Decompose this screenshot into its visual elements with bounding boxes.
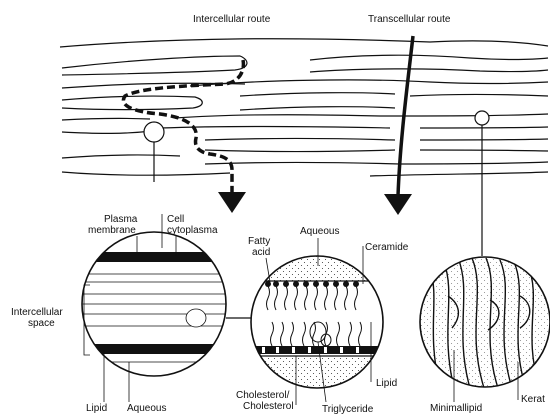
- right-magnified-circle: [420, 257, 550, 388]
- intercellular-lens-marker: [144, 122, 164, 142]
- stratum-corneum-layers: [60, 39, 548, 176]
- lipid-label-middle: Lipid: [376, 378, 397, 389]
- ceramide-label: Ceramide: [365, 242, 409, 253]
- cholesterol-label-2: Cholesterol: [243, 401, 294, 412]
- cell-cytoplasma-label-1: Cell: [167, 214, 184, 225]
- middle-magnified-circle: [250, 255, 385, 390]
- fatty-acid-label-1: Fatty: [248, 236, 270, 247]
- keratin-label: Kerat: [521, 394, 545, 405]
- lipid-label-left: Lipid: [86, 403, 107, 414]
- transcellular-lens-marker: [475, 111, 489, 125]
- intercellular-space-label-2: space: [28, 318, 55, 329]
- cholesterol-label-1: Cholesterol/: [236, 390, 290, 401]
- minimallipid-label: Minimallipid: [430, 403, 482, 414]
- intercellular-space-label-1: Intercellular: [11, 307, 63, 318]
- intercellular-route-label: Intercellular route: [193, 14, 271, 25]
- transcellular-arrowhead: [384, 194, 412, 215]
- left-magnified-circle: [80, 230, 230, 380]
- transcellular-route-label: Transcellular route: [368, 14, 451, 25]
- cell-cytoplasma-label-2: cytoplasma: [167, 225, 218, 236]
- plasma-membrane-label-2: membrane: [88, 225, 136, 236]
- plasma-membrane-label-1: Plasma: [104, 214, 138, 225]
- fatty-acid-label-2: acid: [252, 247, 270, 258]
- aqueous-label-left: Aqueous: [127, 403, 166, 414]
- triglyceride-label: Triglyceride: [322, 404, 374, 415]
- intercellular-arrowhead: [218, 192, 246, 213]
- aqueous-label-middle: Aqueous: [300, 226, 339, 237]
